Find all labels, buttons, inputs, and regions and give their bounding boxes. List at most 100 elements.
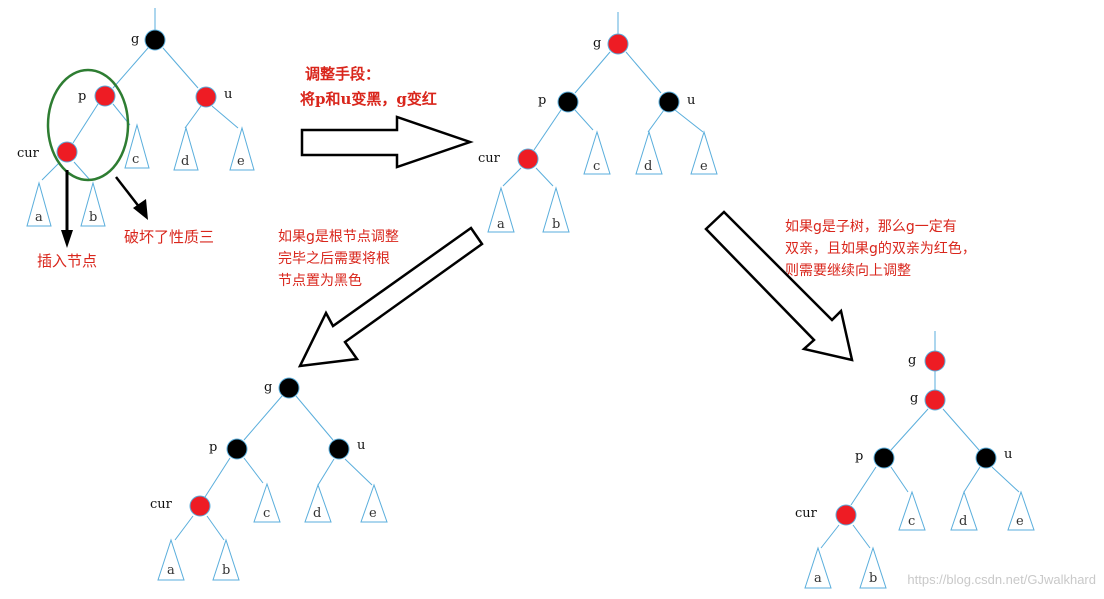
label-e: e bbox=[237, 154, 245, 169]
highlight-ellipse bbox=[46, 68, 130, 182]
node-g bbox=[278, 377, 300, 399]
node-p bbox=[226, 438, 248, 460]
note-insert-node: 插入节点 bbox=[37, 252, 97, 270]
node-cur bbox=[517, 148, 539, 170]
subtree-c bbox=[898, 490, 926, 531]
note-root-case-2: 完毕之后需要将根 bbox=[278, 251, 390, 267]
node-u bbox=[328, 438, 350, 460]
label-a: a bbox=[814, 571, 822, 586]
subtree-a bbox=[487, 186, 515, 233]
node-p bbox=[873, 447, 895, 469]
node-cur bbox=[189, 495, 211, 517]
label-cur: cur bbox=[478, 151, 501, 166]
tree-subtree-case: g g p u cur c d e a b bbox=[795, 331, 1035, 589]
label-a: a bbox=[497, 217, 505, 232]
subtree-d bbox=[304, 483, 332, 523]
subtree-d bbox=[173, 126, 199, 171]
label-c: c bbox=[593, 159, 600, 174]
label-d: d bbox=[644, 159, 652, 174]
subtree-a bbox=[26, 181, 52, 227]
label-a: a bbox=[35, 210, 43, 225]
arrow-breaks-property bbox=[115, 176, 148, 220]
label-a: a bbox=[167, 563, 175, 578]
label-b: b bbox=[869, 571, 877, 586]
label-d: d bbox=[313, 506, 321, 521]
label-u: u bbox=[687, 93, 695, 108]
label-cur: cur bbox=[150, 497, 173, 512]
tree-before-edges bbox=[41, 8, 239, 181]
label-p: p bbox=[209, 440, 217, 455]
subtree-e bbox=[229, 126, 255, 171]
label-cur: cur bbox=[795, 506, 818, 521]
label-u: u bbox=[1004, 447, 1012, 462]
node-cur bbox=[56, 141, 78, 163]
label-e: e bbox=[700, 159, 708, 174]
subtree-e bbox=[1007, 490, 1035, 531]
label-g: g bbox=[910, 391, 918, 406]
label-e: e bbox=[1016, 514, 1024, 529]
label-p: p bbox=[855, 449, 863, 464]
arrow-insert-node bbox=[61, 170, 73, 248]
note-adjust-body: 将p和u变黑，g变红 bbox=[300, 90, 437, 108]
subtree-d bbox=[950, 490, 978, 531]
tree-before-leaves bbox=[26, 123, 255, 227]
node-u bbox=[658, 91, 680, 113]
label-p: p bbox=[78, 89, 86, 104]
subtree-a bbox=[157, 538, 185, 581]
label-p: p bbox=[538, 93, 546, 108]
note-subtree-case-2: 双亲，且如果g的双亲为红色， bbox=[785, 240, 976, 257]
arrow-down-right bbox=[704, 210, 854, 362]
subtree-c bbox=[253, 482, 281, 523]
note-root-case-1: 如果g是根节点调整 bbox=[278, 229, 399, 245]
node-p bbox=[94, 85, 116, 107]
label-b: b bbox=[89, 210, 97, 225]
node-u bbox=[195, 86, 217, 108]
label-g: g bbox=[593, 36, 601, 51]
subtree-c bbox=[583, 130, 611, 175]
note-subtree-case-1: 如果g是子树，那么g一定有 bbox=[785, 219, 957, 235]
label-d: d bbox=[959, 514, 967, 529]
tree-subtree-case-edges bbox=[820, 331, 1020, 549]
label-u: u bbox=[224, 87, 232, 102]
node-cur bbox=[835, 504, 857, 526]
label-b: b bbox=[222, 563, 230, 578]
note-subtree-case-3: 则需要继续向上调整 bbox=[785, 262, 911, 279]
node-g bbox=[607, 33, 629, 55]
label-c: c bbox=[132, 152, 139, 167]
node-u bbox=[975, 447, 997, 469]
tree-before: g p u cur c d e a b 插入节点 破坏了性质三 bbox=[17, 8, 255, 270]
subtree-a bbox=[804, 546, 832, 589]
tree-after-leaves bbox=[487, 130, 718, 233]
node-g bbox=[924, 389, 946, 411]
node-p bbox=[557, 91, 579, 113]
note-breaks-property: 破坏了性质三 bbox=[124, 228, 214, 246]
tree-subtree-case-leaves bbox=[804, 490, 1035, 589]
label-b: b bbox=[552, 217, 560, 232]
arrow-down-left bbox=[297, 226, 484, 368]
tree-root-case-edges bbox=[174, 395, 373, 541]
label-g: g bbox=[264, 380, 272, 395]
watermark: https://blog.csdn.net/GJwalkhard bbox=[907, 572, 1096, 587]
label-g: g bbox=[131, 32, 139, 47]
label-cur: cur bbox=[17, 146, 40, 161]
node-g-parent bbox=[924, 350, 946, 372]
tree-after-edges bbox=[502, 12, 704, 187]
arrow-right bbox=[300, 115, 474, 169]
tree-root-case: g p u cur c d e a b bbox=[150, 377, 388, 581]
tree-after: g p u cur c d e a b bbox=[478, 12, 718, 233]
label-g-parent: g bbox=[908, 353, 916, 368]
note-root-case-3: 节点置为黑色 bbox=[278, 272, 362, 289]
tree-root-case-leaves bbox=[157, 482, 388, 581]
label-u: u bbox=[357, 438, 365, 453]
subtree-c bbox=[124, 123, 150, 169]
subtree-b bbox=[542, 186, 570, 233]
label-e: e bbox=[369, 506, 377, 521]
subtree-d bbox=[635, 130, 663, 175]
node-g bbox=[144, 29, 166, 51]
subtree-e bbox=[690, 130, 718, 175]
label-d: d bbox=[181, 154, 189, 169]
subtree-b bbox=[212, 538, 240, 581]
subtree-e bbox=[360, 483, 388, 523]
label-c: c bbox=[908, 514, 915, 529]
